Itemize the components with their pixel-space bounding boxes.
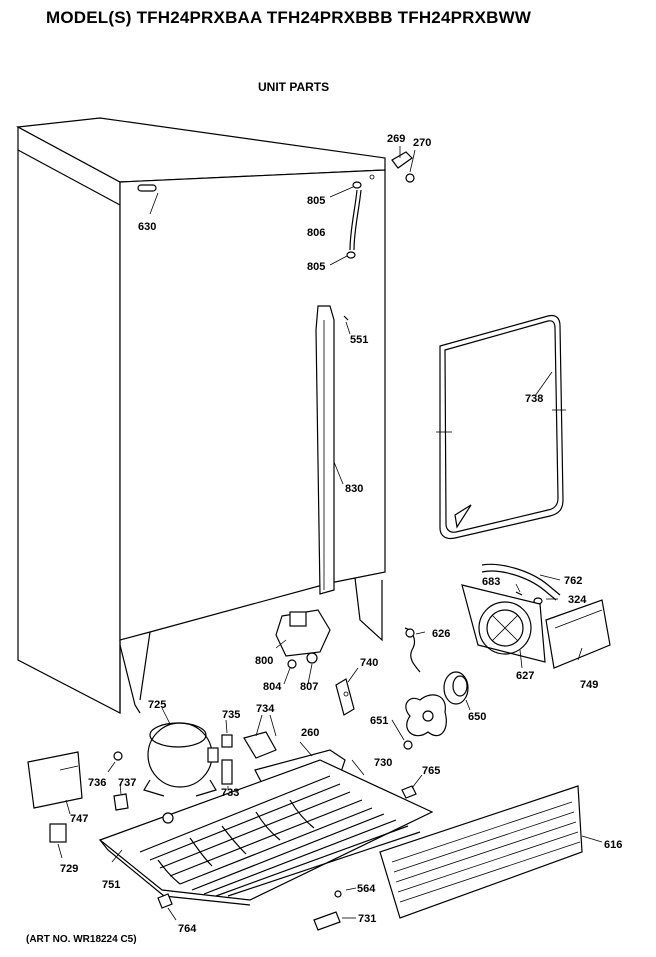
part-651-shape	[391, 694, 447, 750]
part-626-shape	[404, 627, 426, 673]
part-805-lower-label: 805	[307, 261, 325, 273]
part-762-shape	[481, 563, 561, 605]
part-740-label: 740	[360, 657, 378, 669]
part-650-shape	[443, 671, 471, 711]
part-627-label: 627	[516, 670, 534, 682]
page-title: MODEL(S) TFH24PRXBAA TFH24PRXBBB TFH24PR…	[46, 8, 532, 27]
part-764-label: 764	[178, 923, 197, 935]
part-738-shape	[436, 314, 566, 540]
part-749-shape	[545, 599, 611, 669]
part-627-shape	[461, 584, 546, 669]
part-765-shape	[401, 774, 423, 799]
part-740-shape	[335, 667, 359, 716]
part-807-label: 807	[300, 681, 318, 693]
part-551-label: 551	[350, 334, 368, 346]
part-762-label: 762	[564, 575, 582, 587]
part-751-label: 751	[102, 879, 120, 891]
part-800-shape	[275, 609, 331, 685]
part-324-label: 324	[568, 594, 587, 606]
part-806-label: 806	[307, 227, 325, 239]
part-labels: 269 270 805 806 805 630 551 738 830 762 …	[60, 133, 622, 935]
part-749-label: 749	[580, 679, 598, 691]
part-747-label: 747	[70, 813, 88, 825]
part-830-shape	[315, 305, 351, 595]
part-733-label: 733	[221, 787, 239, 799]
part-765-label: 765	[422, 765, 440, 777]
part-747-shape	[27, 751, 129, 859]
part-734-shape	[221, 714, 277, 790]
part-738-label: 738	[525, 393, 543, 405]
part-805-label: 805	[307, 195, 325, 207]
part-683-label: 683	[482, 576, 500, 588]
part-735-label: 735	[222, 709, 240, 721]
part-630-label: 630	[138, 221, 156, 233]
part-651-label: 651	[370, 715, 388, 727]
part-616-label: 616	[604, 839, 622, 851]
part-616-shape	[379, 785, 603, 919]
part-737-label: 737	[118, 777, 136, 789]
part-270-label: 270	[413, 137, 431, 149]
part-830-label: 830	[345, 483, 363, 495]
part-630-shape	[137, 184, 159, 215]
part-806-shape	[329, 181, 362, 266]
part-804-label: 804	[263, 681, 282, 693]
part-734-label: 734	[256, 703, 275, 715]
part-269-label: 269	[387, 133, 405, 145]
part-800-label: 800	[255, 655, 273, 667]
art-number: (ART NO. WR18224 C5)	[26, 934, 137, 945]
part-725-label: 725	[148, 699, 166, 711]
part-260-label: 260	[301, 727, 319, 739]
part-730-shape	[98, 759, 434, 906]
part-729-label: 729	[60, 863, 78, 875]
section-subtitle: UNIT PARTS	[258, 80, 330, 94]
part-626-label: 626	[432, 628, 450, 640]
part-564-label: 564	[357, 883, 376, 895]
part-731-label: 731	[358, 913, 376, 925]
part-725-shape	[143, 707, 219, 797]
part-650-label: 650	[468, 711, 486, 723]
part-731-shape	[157, 887, 357, 931]
part-730-label: 730	[374, 757, 392, 769]
part-736-label: 736	[88, 777, 106, 789]
part-269-shape	[391, 146, 416, 183]
